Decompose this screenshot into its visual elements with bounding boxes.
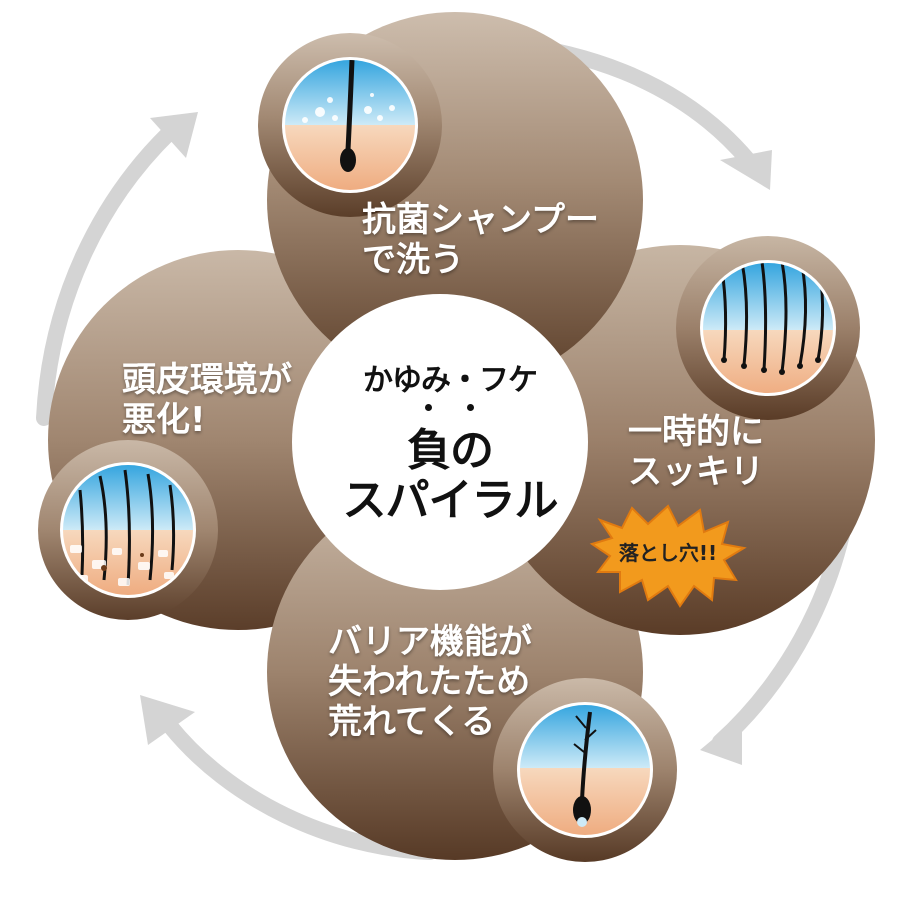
- emphasis-dots: [405, 400, 495, 414]
- step-label-line: 抗菌シャンプー: [362, 200, 599, 240]
- center-circle: [292, 294, 588, 590]
- step-label-scalp-worse: 頭皮環境が 悪化!: [122, 360, 292, 440]
- step-label-line: 失われたため: [328, 662, 531, 702]
- step-label-line: スッキリ: [628, 452, 764, 492]
- warning-badge-text: 落とし穴!!: [618, 541, 718, 565]
- center-title: 負の スパイラル: [315, 426, 585, 526]
- step-label-line: 頭皮環境が: [122, 360, 292, 400]
- step-label-line: バリア機能が: [328, 622, 532, 662]
- arrowhead-left: [150, 112, 198, 158]
- step-label-shampoo: 抗菌シャンプー で洗う: [362, 200, 599, 280]
- step-label-refreshed: 一時的に スッキリ: [628, 412, 764, 492]
- scalp-cross-section-foam-icon: [282, 57, 418, 193]
- step-label-barrier-lost: バリア機能が 失われたため 荒れてくる: [328, 622, 532, 742]
- center-subtitle: かゆみ・フケ: [363, 363, 538, 398]
- step-label-line: 荒れてくる: [328, 702, 496, 742]
- step-label-line: で洗う: [362, 240, 464, 280]
- step-label-line: 悪化!: [122, 400, 206, 440]
- step-label-line: 一時的に: [628, 412, 764, 452]
- arrowhead-bottom: [140, 695, 195, 745]
- warning-starburst: [589, 504, 747, 608]
- arrow-heads: [140, 112, 772, 765]
- arrowhead-right: [700, 715, 742, 765]
- arrow-left: [36, 124, 178, 426]
- arrowhead-top-right: [720, 150, 772, 190]
- center-title-line: 負の: [407, 425, 494, 476]
- center-title-line: スパイラル: [342, 475, 559, 526]
